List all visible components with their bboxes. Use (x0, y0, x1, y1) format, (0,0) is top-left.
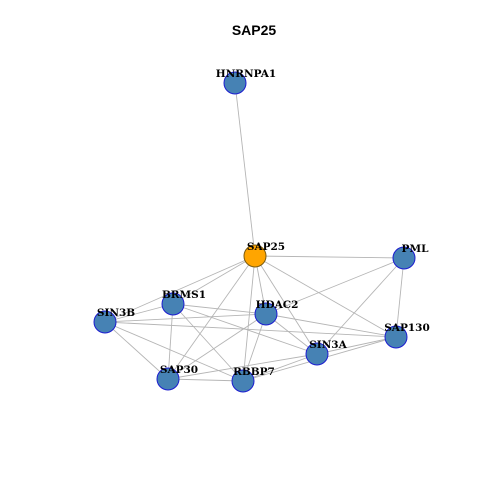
node-label-sap130: SAP130 (384, 322, 430, 334)
edge-sin3b-sap30 (104, 321, 169, 380)
edge-hdac2-sap30 (167, 313, 267, 380)
node-brms1[interactable]: BRMS1 (161, 289, 206, 316)
node-pml[interactable]: PML (392, 243, 430, 270)
node-hnrnpa1[interactable]: HNRNPA1 (216, 68, 276, 95)
node-circle-sap25[interactable] (243, 244, 267, 268)
edge-pml-sap130 (395, 257, 405, 338)
edge-sap30-rbbp7 (167, 378, 244, 382)
edge-brms1-sap30 (167, 303, 174, 380)
edge-sap25-sin3a (254, 255, 318, 355)
node-label-sin3b: SIN3B (97, 307, 135, 319)
node-circle-rbbp7[interactable] (231, 369, 255, 393)
edge-hnrnpa1-sap25 (234, 82, 256, 257)
node-circle-hnrnpa1[interactable] (223, 71, 247, 95)
edge-pml-sin3a (316, 257, 405, 355)
edges-layer (104, 82, 405, 382)
node-sin3b[interactable]: SIN3B (93, 307, 135, 334)
node-label-brms1: BRMS1 (162, 289, 206, 301)
node-label-rbbp7: RBBP7 (233, 366, 275, 378)
edge-sin3a-sap30 (167, 353, 318, 380)
edge-brms1-sin3b (104, 303, 174, 323)
node-circle-pml[interactable] (392, 246, 416, 270)
node-label-sin3a: SIN3A (309, 339, 347, 351)
edge-pml-hdac2 (265, 257, 405, 315)
node-label-sap25: SAP25 (247, 241, 285, 253)
edge-sap25-sap130 (254, 255, 397, 338)
edge-sin3b-rbbp7 (104, 321, 244, 382)
node-circle-sin3a[interactable] (305, 342, 329, 366)
node-label-hdac2: HDAC2 (256, 299, 299, 311)
edge-hdac2-sin3b (104, 313, 267, 323)
edge-sin3a-rbbp7 (242, 353, 318, 382)
edge-sap25-rbbp7 (242, 255, 256, 382)
edge-hdac2-rbbp7 (242, 313, 267, 382)
node-circle-sap30[interactable] (156, 367, 180, 391)
edge-hdac2-sap130 (265, 313, 397, 338)
node-label-pml: PML (402, 243, 430, 255)
node-circle-brms1[interactable] (161, 292, 185, 316)
graph-title: SAP25 (232, 22, 277, 38)
edge-sap25-pml (254, 255, 405, 259)
node-sap25[interactable]: SAP25 (243, 241, 285, 268)
node-rbbp7[interactable]: RBBP7 (231, 366, 275, 393)
node-label-sap30: SAP30 (160, 364, 198, 376)
node-sap130[interactable]: SAP130 (384, 322, 430, 349)
edge-sap25-brms1 (172, 255, 256, 305)
node-circle-sap130[interactable] (384, 325, 408, 349)
edge-brms1-hdac2 (172, 303, 267, 315)
node-sap30[interactable]: SAP30 (156, 364, 198, 391)
node-sin3a[interactable]: SIN3A (305, 339, 348, 366)
edge-sap25-sin3b (104, 255, 256, 323)
edge-sin3b-sap130 (104, 321, 397, 338)
node-circle-sin3b[interactable] (93, 310, 117, 334)
node-label-hnrnpa1: HNRNPA1 (216, 68, 276, 80)
node-circle-hdac2[interactable] (254, 302, 278, 326)
edge-sin3a-sap130 (316, 336, 397, 355)
node-hdac2[interactable]: HDAC2 (254, 299, 299, 326)
